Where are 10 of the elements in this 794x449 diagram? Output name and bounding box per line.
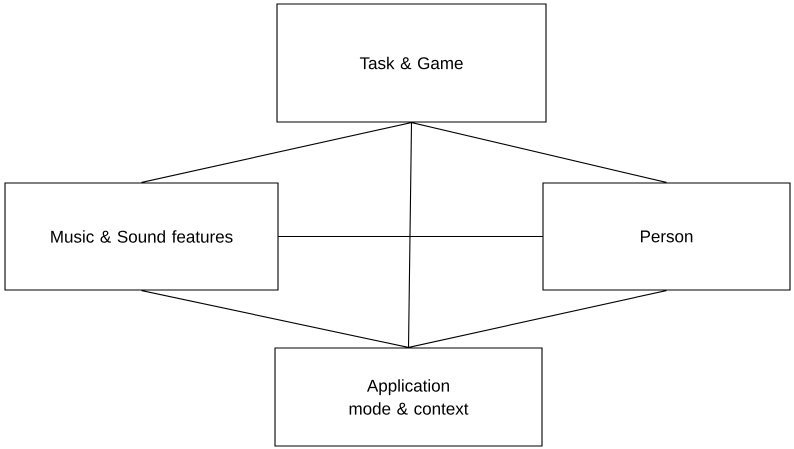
connector-line [411, 122, 667, 183]
connector-line [141, 290, 409, 348]
connector-line [408, 290, 667, 348]
connector-line [278, 236, 542, 238]
connector-line [408, 122, 412, 348]
box: Task & Game [276, 3, 547, 123]
box: Application mode & context [274, 347, 543, 447]
connector-line [141, 122, 412, 183]
box: Music & Sound features [4, 182, 279, 291]
box: Person [542, 182, 791, 291]
